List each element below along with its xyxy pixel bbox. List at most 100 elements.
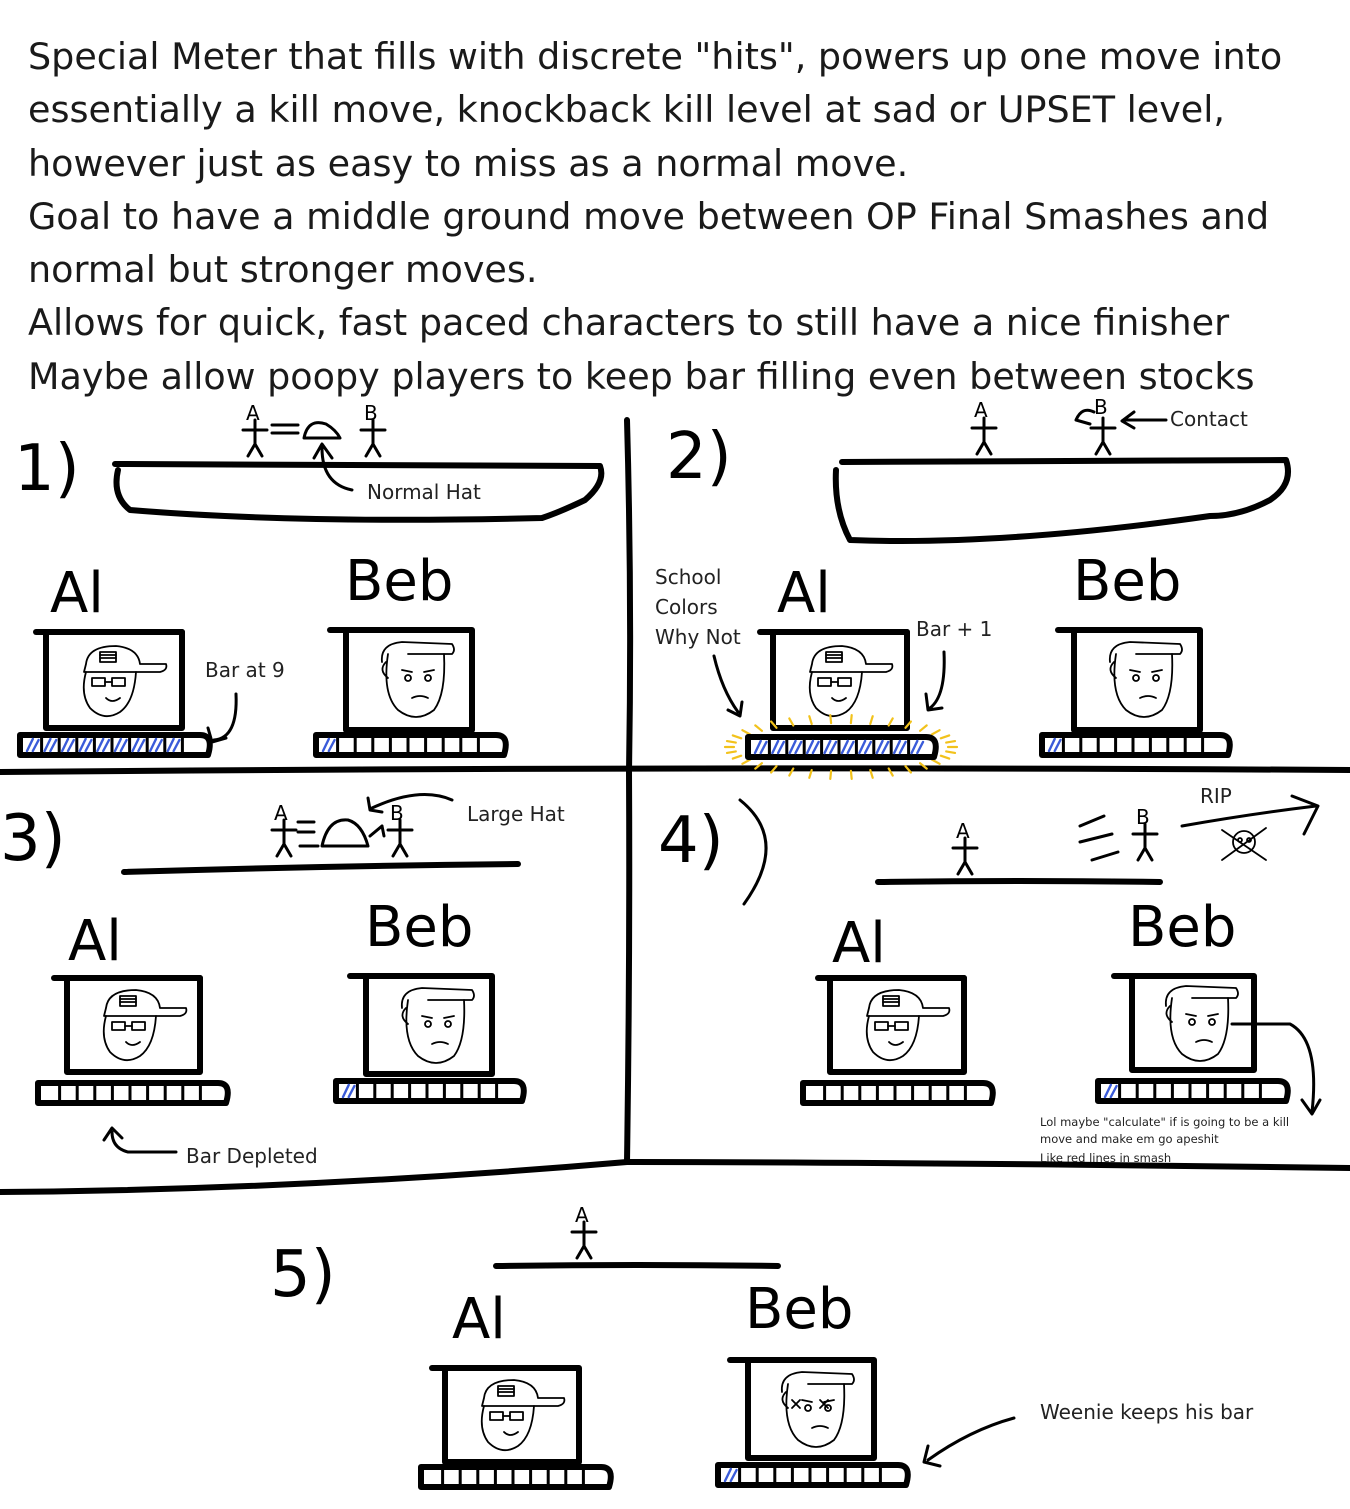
player-name-beb: Beb bbox=[345, 549, 453, 614]
meter-hit-segment bbox=[875, 739, 890, 755]
label-bar-at-9: Bar at 9 bbox=[205, 658, 285, 682]
player-name-beb: Beb bbox=[1073, 549, 1181, 614]
meter-outline bbox=[418, 1464, 614, 1490]
glow-ray bbox=[754, 762, 764, 770]
skull-icon bbox=[1221, 827, 1267, 861]
glow-ray bbox=[731, 734, 743, 740]
stage-platform bbox=[875, 878, 1163, 885]
stage-platform bbox=[121, 861, 521, 875]
normal-hat bbox=[302, 421, 342, 440]
meter-hit-segment bbox=[893, 739, 907, 755]
player-tag-b: B bbox=[1094, 395, 1108, 419]
special-meter bbox=[715, 1462, 911, 1488]
panel-2: 2) A B Contact School Colors Why Not Al … bbox=[655, 395, 1291, 781]
meter-outline bbox=[800, 1080, 996, 1106]
player-name-beb: Beb bbox=[365, 895, 473, 960]
player-tag-a: A bbox=[246, 401, 260, 425]
panel-3: 3) A B Large Hat Al Beb Bar Depleted bbox=[0, 793, 565, 1168]
panel-1: 1) A B Normal Hat Al Beb Bar at 9 bbox=[14, 401, 605, 744]
portrait-frame-al bbox=[64, 975, 203, 1075]
glow-ray bbox=[741, 758, 752, 765]
stage-platform bbox=[832, 457, 1291, 544]
portrait-frame-al bbox=[827, 975, 967, 1075]
portrait-frame-al bbox=[442, 1365, 582, 1465]
meter-hit-segment bbox=[321, 737, 336, 753]
meter-hit-segment bbox=[858, 739, 872, 755]
divider-vertical bbox=[624, 417, 634, 1165]
glow-ray bbox=[829, 769, 833, 781]
label-note-1: Lol maybe "calculate" if is going to be … bbox=[1040, 1115, 1289, 1129]
label-rip: RIP bbox=[1200, 784, 1232, 808]
label-colors: Colors bbox=[655, 595, 718, 619]
glow-ray bbox=[725, 739, 737, 744]
glow-ray bbox=[741, 729, 752, 736]
stage-platform bbox=[493, 1262, 781, 1269]
meter-hit-segment bbox=[78, 737, 93, 753]
divider-horizontal-2 bbox=[0, 1159, 1350, 1195]
meter-hit-segment bbox=[753, 739, 768, 755]
panel-number: 2) bbox=[666, 420, 732, 494]
glow-ray bbox=[904, 720, 913, 729]
player-tag-a: A bbox=[575, 1203, 589, 1227]
glow-ray bbox=[829, 713, 833, 725]
label-note-2: move and make em go apeshit bbox=[1040, 1132, 1219, 1146]
glow-ray bbox=[808, 715, 813, 726]
glow-ray bbox=[754, 724, 764, 732]
label-bar-plus-1: Bar + 1 bbox=[916, 617, 992, 641]
glow-ray bbox=[945, 750, 957, 755]
meter-glow bbox=[723, 713, 959, 781]
intro-text: Special Meter that fills with discrete "… bbox=[28, 30, 1328, 403]
glow-ray bbox=[930, 729, 941, 736]
meter-hit-segment bbox=[341, 1083, 356, 1099]
glow-ray bbox=[849, 769, 853, 781]
player-tag-a: A bbox=[274, 801, 288, 825]
glow-ray bbox=[725, 750, 737, 755]
meter-hit-segment bbox=[166, 737, 181, 753]
panel-number: 4) bbox=[658, 804, 724, 878]
meter-hit-segment bbox=[806, 739, 820, 755]
glow-ray bbox=[904, 765, 913, 774]
glow-ray bbox=[918, 762, 928, 770]
player-name-beb: Beb bbox=[745, 1277, 853, 1342]
meter-outline bbox=[745, 734, 939, 760]
meter-hit-segment bbox=[840, 739, 855, 755]
glow-ray bbox=[849, 713, 853, 725]
panel-number: 3) bbox=[0, 802, 66, 876]
meter-hit-segment bbox=[25, 737, 40, 753]
label-why-not: Why Not bbox=[655, 625, 741, 649]
panel-number: 5) bbox=[270, 1238, 336, 1312]
special-meter bbox=[35, 1080, 231, 1106]
meter-hit-segment bbox=[149, 737, 163, 753]
glow-ray bbox=[918, 724, 928, 732]
label-bar-depleted: Bar Depleted bbox=[186, 1144, 318, 1168]
special-meter bbox=[313, 732, 509, 758]
special-meter bbox=[17, 732, 213, 758]
intro-line: Goal to have a middle ground move betwee… bbox=[28, 194, 1270, 238]
intro-line: Special Meter that fills with discrete "… bbox=[28, 35, 1283, 78]
stage-platform bbox=[112, 461, 605, 523]
meters bbox=[17, 732, 1291, 1490]
glow-ray bbox=[769, 720, 778, 729]
label-note-3: Like red lines in smash bbox=[1040, 1151, 1171, 1165]
special-meter bbox=[800, 1080, 996, 1106]
glow-ray bbox=[939, 754, 951, 760]
player-name-al: Al bbox=[50, 561, 104, 626]
meter-hit-segment bbox=[61, 737, 75, 753]
player-name-al: Al bbox=[777, 561, 831, 626]
glow-ray bbox=[945, 739, 957, 744]
divider-horizontal-1 bbox=[0, 765, 1350, 775]
meter-outline bbox=[1095, 1078, 1291, 1104]
meter-hit-segment bbox=[96, 737, 111, 753]
label-normal-hat: Normal Hat bbox=[367, 480, 481, 504]
special-meter bbox=[745, 734, 939, 760]
meter-hit-segment bbox=[788, 739, 803, 755]
special-meter bbox=[1095, 1078, 1291, 1104]
meter-hit-segment bbox=[131, 737, 146, 753]
special-meter bbox=[1039, 732, 1233, 758]
meter-outline bbox=[35, 1080, 231, 1106]
glow-ray bbox=[869, 715, 874, 726]
label-weenie-keeps-bar: Weenie keeps his bar bbox=[1040, 1400, 1254, 1424]
meter-hit-segment bbox=[823, 739, 838, 755]
intro-line: essentially a kill move, knockback kill … bbox=[28, 88, 1225, 132]
